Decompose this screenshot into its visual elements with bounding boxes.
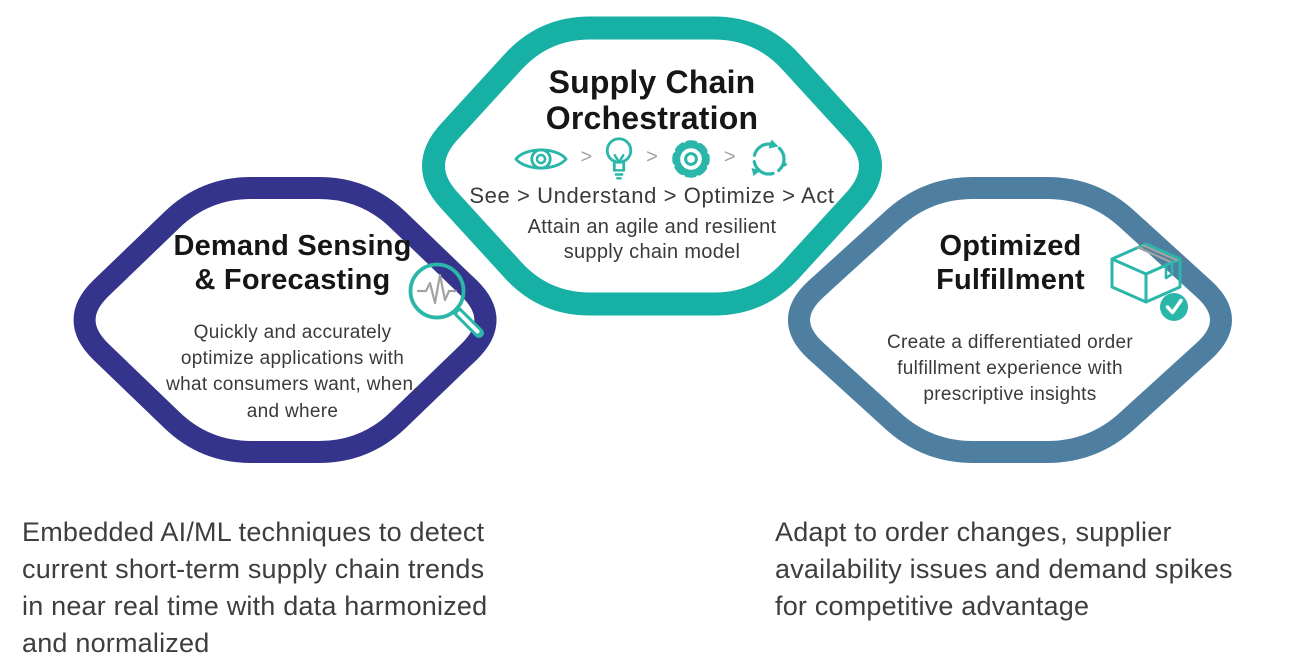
package-check-icon <box>1110 242 1188 321</box>
icon-separator: > <box>723 146 736 168</box>
left-hex-body: Quickly and accurately optimize applicat… <box>166 322 419 422</box>
orchestration-hexagon <box>422 16 882 316</box>
center-hex-subtitle: Attain an agile and resilient supply cha… <box>527 216 777 263</box>
lightbulb-icon <box>605 137 633 180</box>
right-hex-title: Optimized Fulfillment <box>936 230 1085 296</box>
left-hex-title: Demand Sensing & Forecasting <box>173 230 412 296</box>
icon-separator: > <box>580 146 593 168</box>
gear-icon <box>672 140 710 178</box>
center-hex-title: Supply Chain Orchestration <box>545 64 759 137</box>
magnifier-pulse-icon <box>408 262 484 338</box>
footnote-right: Adapt to order changes, supplier availab… <box>775 517 1233 621</box>
process-steps-line: See > Understand > Optimize > Act <box>469 183 835 208</box>
eye-icon <box>514 148 569 170</box>
right-hex-body: Create a differentiated order fulfillmen… <box>887 332 1133 406</box>
braid-overlay-left <box>448 266 497 374</box>
footnote-left: Embedded AI/ML techniques to detect curr… <box>22 517 488 658</box>
cycle-arrows-icon <box>751 139 788 176</box>
optimized-fulfillment-hexagon <box>788 177 1232 463</box>
process-icon-row: > > > <box>452 136 852 182</box>
icon-separator: > <box>646 146 658 168</box>
